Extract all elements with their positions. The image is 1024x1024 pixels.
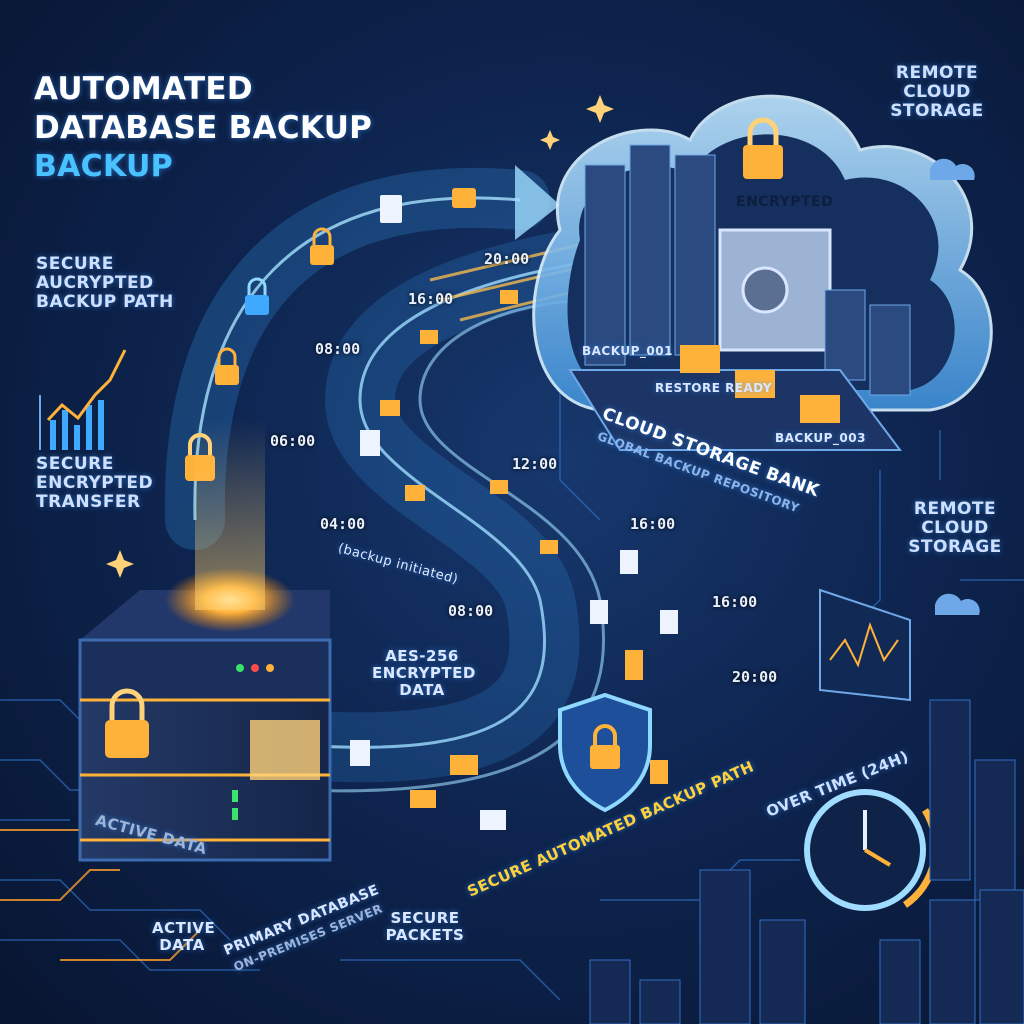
time-label: 12:00: [512, 455, 558, 473]
label-remote-cloud-top: REMOTE CLOUD STORAGE: [890, 63, 984, 122]
sparkles: [106, 95, 614, 578]
time-label: 20:00: [732, 668, 778, 686]
time-label: 16:00: [630, 515, 676, 533]
label-remote-cloud-right: REMOTE CLOUD STORAGE: [908, 499, 1002, 558]
label-secure-path: SECURE AUCRYPTED BACKUP PATH: [36, 254, 174, 313]
server-lock-icon: [105, 720, 149, 758]
label-secure-transfer: SECURE ENCRYPTED TRANSFER: [36, 454, 154, 513]
time-label: 08:00: [448, 602, 494, 620]
cloud-storage: [532, 94, 993, 451]
label-backup-001: BACKUP_001: [582, 344, 673, 358]
shield-icon: [558, 692, 652, 813]
city-buildings: [589, 699, 1024, 1024]
time-label: 20:00: [484, 250, 530, 268]
clock-icon: [804, 789, 940, 911]
label-active-data: ACTIVE DATA: [152, 919, 216, 954]
arc-arrowhead: [515, 165, 560, 240]
cloud-lock-icon: [743, 145, 783, 179]
label-secure-packets: SECURE PACKETS: [385, 909, 465, 944]
small-cloud-icon-2: [935, 593, 980, 615]
s-tube-outline-2: [299, 298, 605, 793]
time-label: 16:00: [712, 593, 758, 611]
page-title: AUTOMATED DATABASE BACKUP BACKUP: [34, 70, 372, 185]
label-backup-003: BACKUP_003: [775, 431, 866, 445]
title-line-2: DATABASE BACKUP: [34, 109, 373, 146]
time-label: 16:00: [408, 290, 454, 308]
time-label: 08:00: [315, 340, 361, 358]
label-restore-ready: RESTORE READY: [655, 381, 773, 395]
trend-chart-icon: [39, 349, 127, 450]
primary-database-server: [78, 420, 332, 862]
small-cloud-icon: [930, 158, 975, 180]
time-label: 06:00: [270, 432, 316, 450]
label-encrypted: ENCRYPTED: [736, 194, 834, 210]
data-packets: [350, 188, 678, 830]
label-aes: AES-256 ENCRYPTED DATA: [372, 647, 476, 699]
s-tube-outline: [299, 258, 601, 749]
time-label: 04:00: [320, 515, 366, 533]
title-line-1: AUTOMATED: [34, 71, 253, 107]
monitor-panel: [819, 588, 911, 702]
title-line-3: BACKUP: [34, 148, 173, 184]
